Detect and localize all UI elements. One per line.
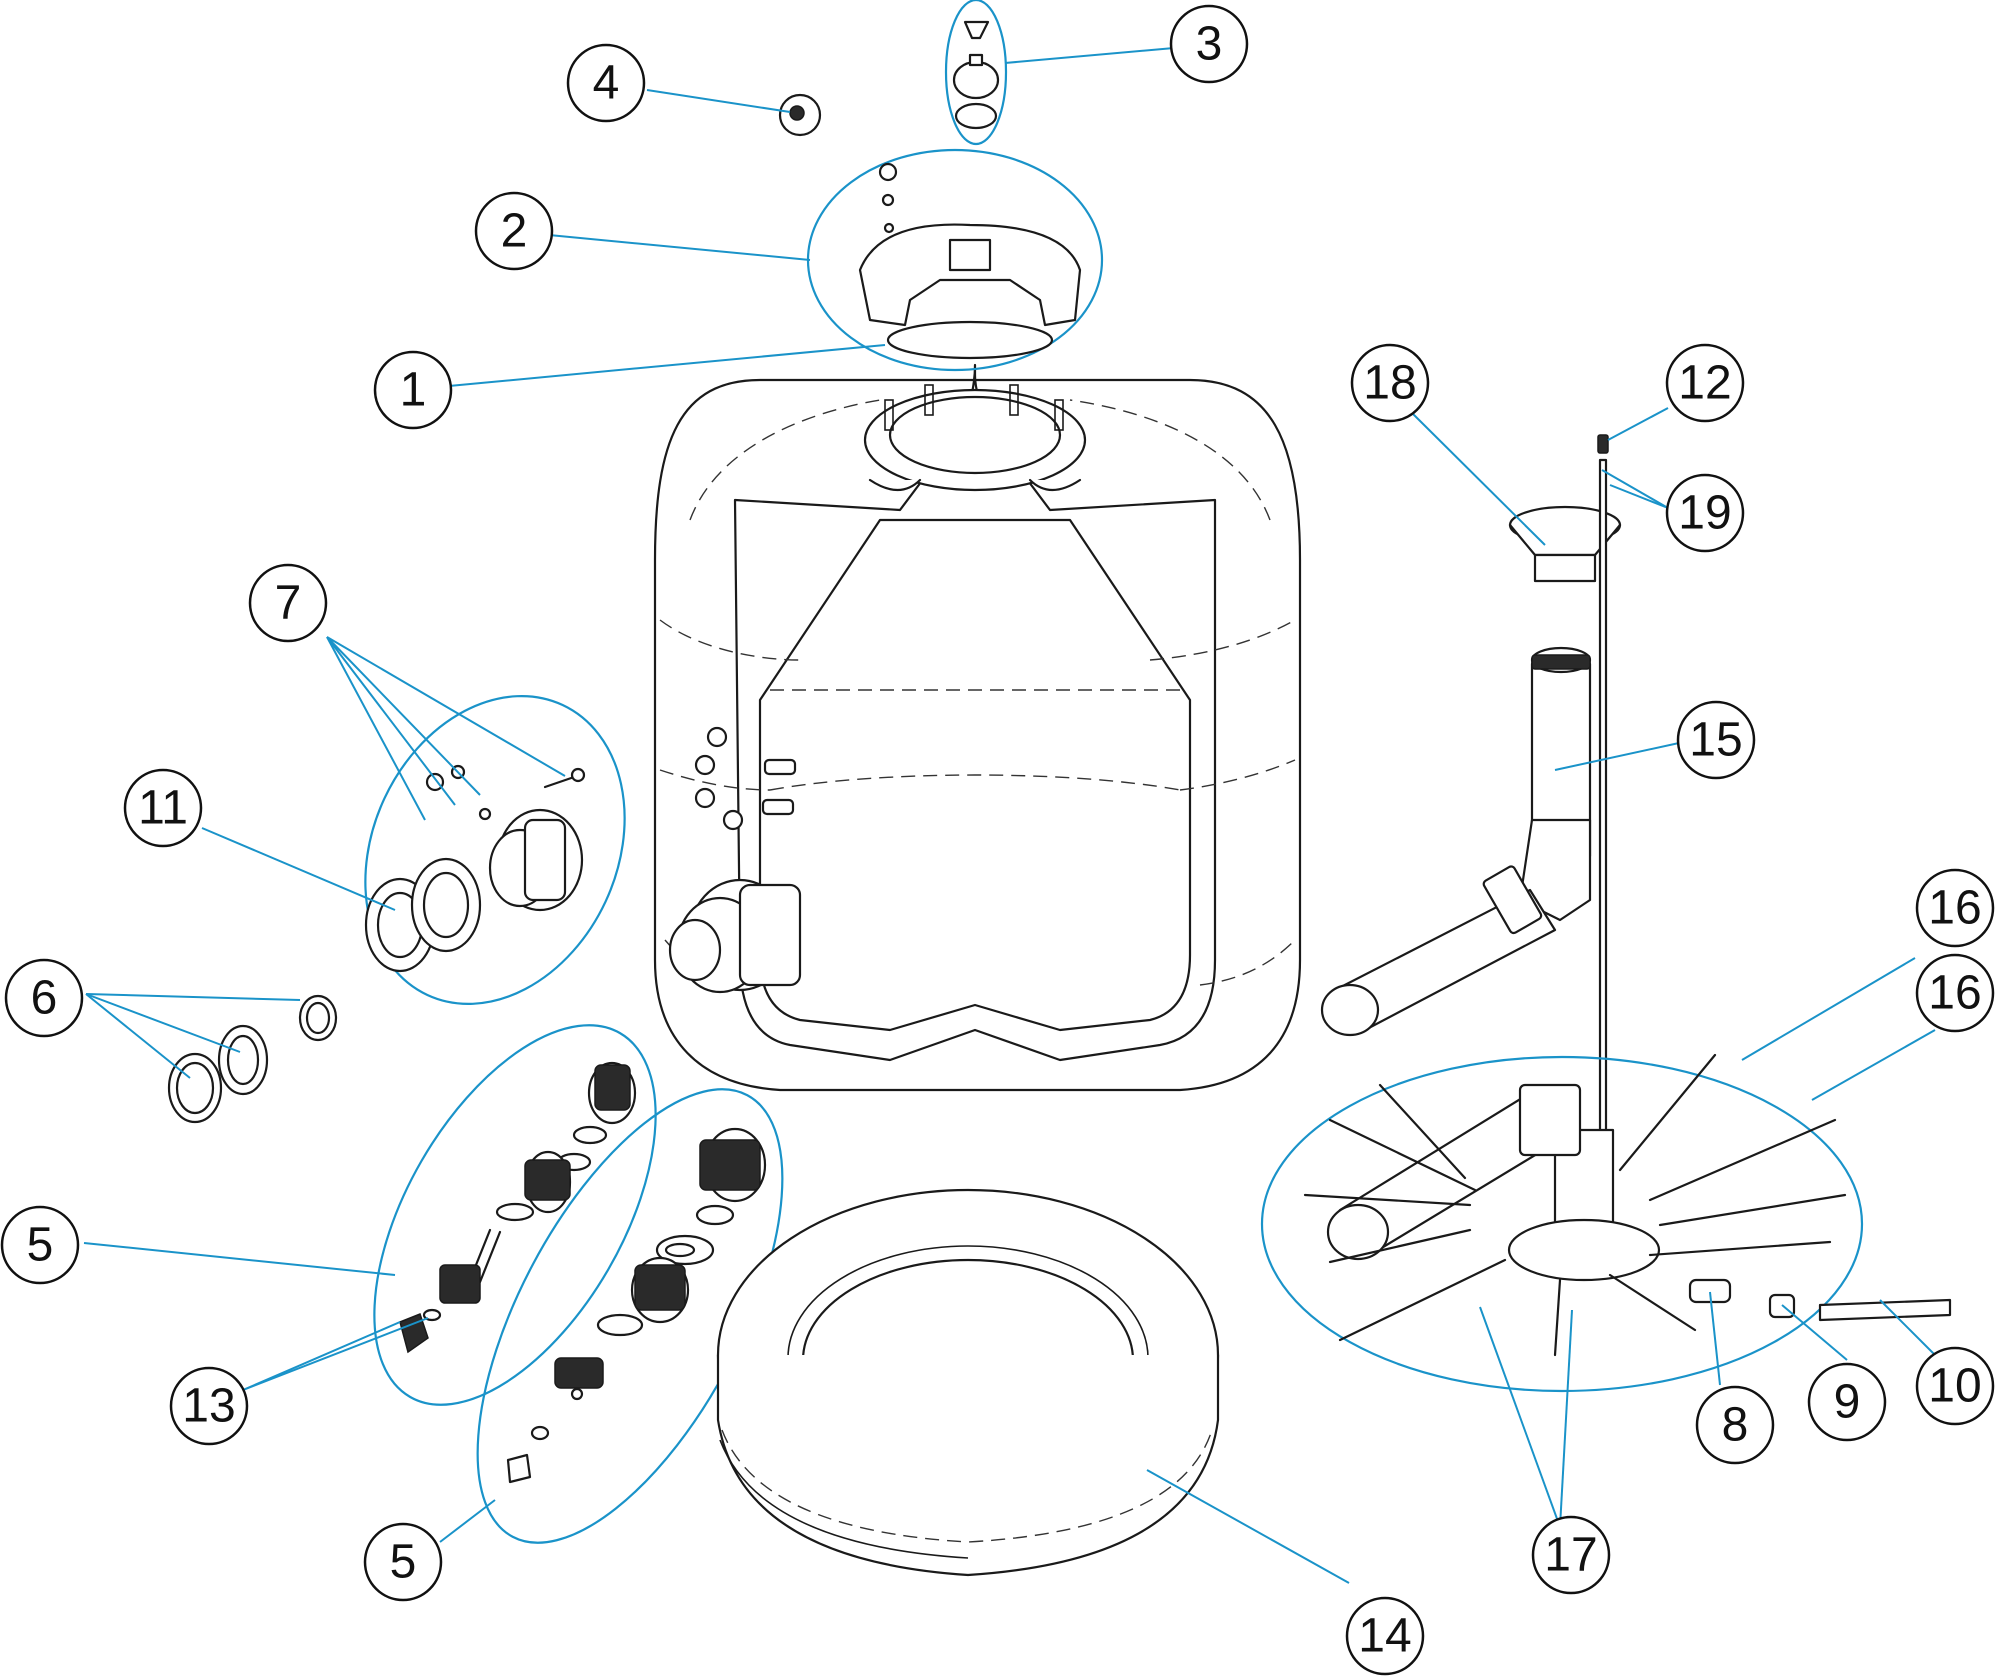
callout-16-upper: 16 — [1915, 868, 1995, 948]
callout-label: 11 — [138, 782, 188, 835]
callout-7: 7 — [248, 563, 328, 643]
callout-label: 13 — [182, 1380, 235, 1433]
collector-rod — [1597, 434, 1609, 1152]
callout-10: 10 — [1915, 1346, 1995, 1426]
callout-label: 15 — [1689, 714, 1742, 767]
callout-label: 5 — [390, 1536, 417, 1589]
top-cover-assembly — [806, 148, 1104, 372]
callout-label: 1 — [400, 364, 427, 417]
callout-label: 9 — [1834, 1376, 1861, 1429]
callout-11: 11 — [123, 768, 203, 848]
callout-label: 16 — [1928, 967, 1981, 1020]
callout-2: 2 — [474, 191, 554, 271]
callout-label: 5 — [27, 1219, 54, 1272]
callout-label: 16 — [1928, 882, 1981, 935]
callout-5-lower: 5 — [363, 1522, 443, 1602]
air-release-valve — [944, 0, 1008, 146]
callout-label: 19 — [1678, 487, 1731, 540]
callout-label: 8 — [1722, 1399, 1749, 1452]
riser-pipe — [1320, 646, 1592, 1037]
callout-label: 14 — [1358, 1610, 1411, 1663]
side-bolts — [694, 726, 797, 831]
callout-label: 17 — [1544, 1529, 1597, 1582]
callout-1: 1 — [373, 350, 453, 430]
callout-label: 3 — [1196, 18, 1223, 71]
callout-18: 18 — [1350, 343, 1430, 423]
drain-assembly-2 — [476, 1088, 784, 1544]
callout-label: 10 — [1928, 1360, 1981, 1413]
leader-lines — [83, 47, 1936, 1584]
callout-3: 3 — [1169, 4, 1249, 84]
callout-13: 13 — [169, 1366, 249, 1446]
tank-outlet-fitting — [668, 878, 802, 994]
callout-label: 6 — [31, 972, 58, 1025]
callout-label: 18 — [1363, 357, 1416, 410]
callout-label: 12 — [1678, 357, 1731, 410]
pressure-gauge — [778, 93, 822, 137]
callout-4: 4 — [566, 43, 646, 123]
filter-tank — [653, 363, 1302, 1092]
tank-base — [716, 1188, 1220, 1577]
callout-12: 12 — [1665, 343, 1745, 423]
callout-19: 19 — [1665, 473, 1745, 553]
funnel — [1508, 505, 1622, 583]
union-fitting — [167, 994, 338, 1124]
callout-9: 9 — [1807, 1362, 1887, 1442]
callout-14: 14 — [1345, 1596, 1425, 1676]
callout-label: 2 — [501, 205, 528, 258]
callout-8: 8 — [1695, 1385, 1775, 1465]
callout-17: 17 — [1531, 1515, 1611, 1595]
callout-16-lower: 16 — [1915, 953, 1995, 1033]
callout-15: 15 — [1676, 700, 1756, 780]
callout-5-upper: 5 — [0, 1205, 80, 1285]
callout-label: 7 — [275, 577, 302, 630]
side-flange-assembly — [364, 694, 626, 1006]
drain-assembly-1 — [373, 1024, 657, 1406]
callout-6: 6 — [4, 958, 84, 1038]
lateral-assembly — [1260, 1053, 1952, 1393]
callout-label: 4 — [593, 57, 620, 110]
